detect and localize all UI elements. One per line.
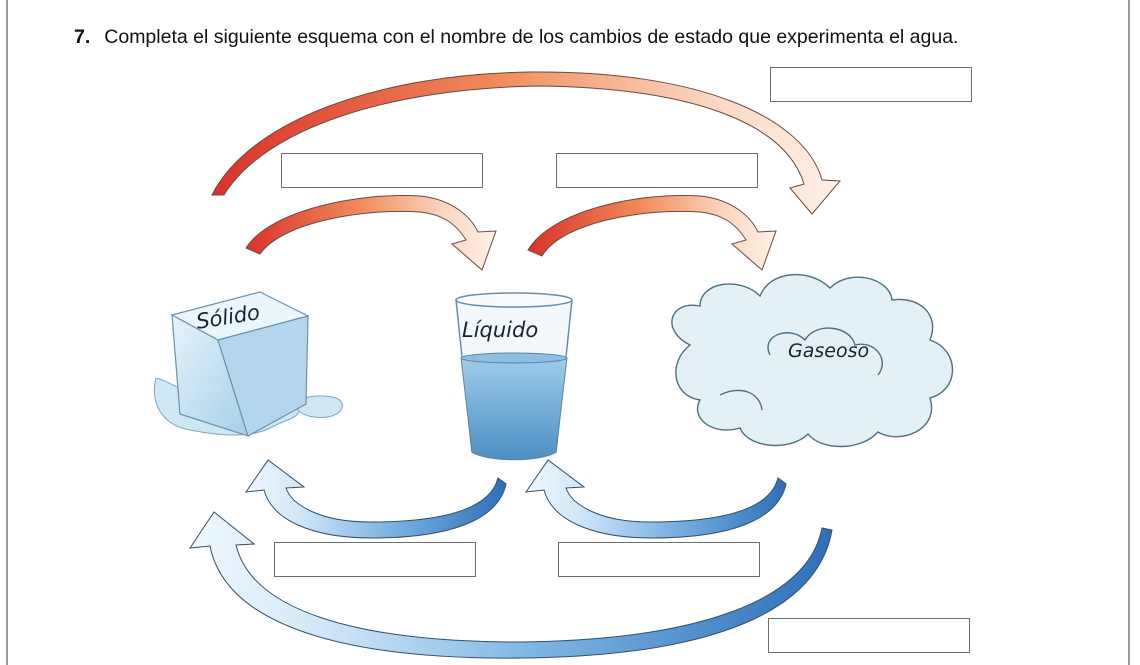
answer-box-fusion[interactable]: [281, 153, 483, 188]
question-statement: Completa el siguiente esquema con el nom…: [104, 26, 959, 48]
question-text: 7. Completa el siguiente esquema con el n…: [74, 26, 958, 49]
arrow-deposition: [188, 511, 833, 659]
arrow-condensation: [524, 459, 787, 539]
arrow-vaporization: [527, 194, 777, 271]
answer-box-deposition[interactable]: [768, 618, 970, 653]
arrow-fusion: [245, 194, 497, 271]
answer-box-sublimation[interactable]: [770, 67, 972, 102]
arrow-sublimation: [211, 71, 842, 215]
answer-box-condensation[interactable]: [558, 542, 760, 577]
question-number: 7.: [74, 26, 91, 48]
arrow-solidification: [244, 459, 507, 539]
state-label-gas: Gaseoso: [788, 340, 870, 362]
glass-of-water-illustration: [455, 292, 573, 461]
ice-cube-illustration: [153, 291, 343, 437]
answer-box-vaporization[interactable]: [556, 153, 758, 188]
state-label-liquid: Líquido: [462, 318, 539, 342]
answer-box-solidification[interactable]: [274, 542, 476, 577]
cloud-illustration: [671, 273, 954, 448]
worksheet-frame: [6, 0, 1130, 665]
